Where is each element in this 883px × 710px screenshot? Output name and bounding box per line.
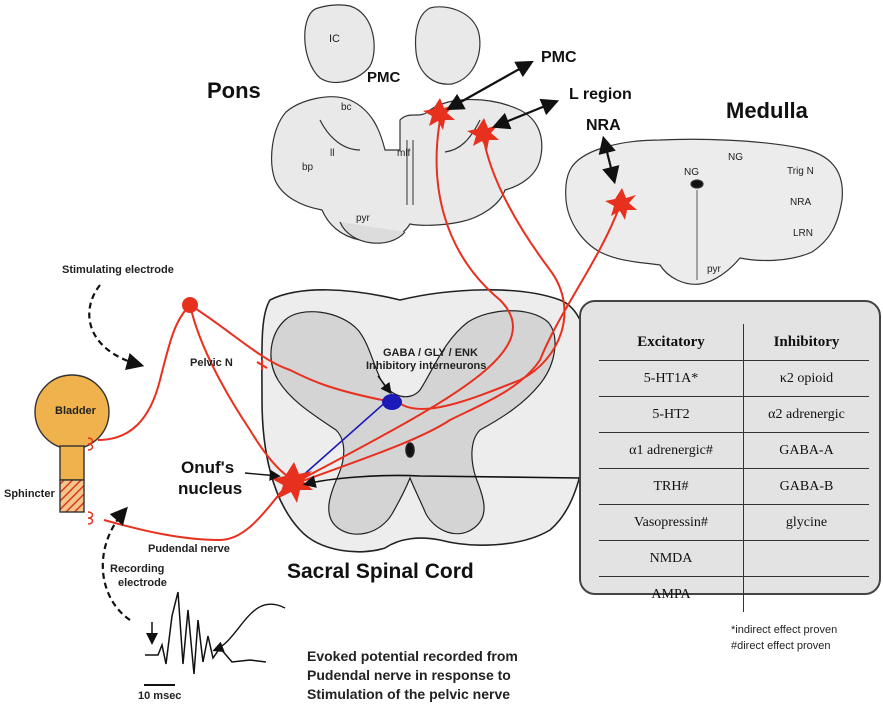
- excitatory-cell: NMDA: [599, 541, 744, 577]
- excitatory-cell: 5-HT1A*: [599, 361, 744, 397]
- pelvic-afferent: [98, 305, 190, 440]
- stimulating-electrode-label: Stimulating electrode: [62, 264, 174, 276]
- pelvic-ganglion-dot: [182, 297, 198, 313]
- pmc-in-pons-label: PMC: [367, 69, 400, 86]
- ng-left-label: NG: [684, 167, 699, 178]
- ic-label: IC: [329, 33, 340, 45]
- nra-label: NRA: [586, 117, 621, 135]
- trig-n-label: Trig N: [787, 166, 814, 177]
- pelvic-n-label: Pelvic N: [190, 357, 233, 369]
- sphincter: [60, 480, 84, 512]
- inhibitory-cell: κ2 opioid: [744, 361, 870, 397]
- table-row: TRH#GABA-B: [599, 469, 869, 505]
- receptor-table: Excitatory Inhibitory 5-HT1A*κ2 opioid 5…: [579, 300, 881, 595]
- ll-label: ll: [330, 148, 334, 159]
- mlf-label: mlf: [397, 148, 410, 159]
- recording-electrode-label-line1: Recording: [110, 563, 164, 575]
- bc-label: bc: [341, 102, 352, 113]
- bladder-label: Bladder: [55, 405, 96, 417]
- table-row: α1 adrenergic#GABA-A: [599, 433, 869, 469]
- footnote-direct: #direct effect proven: [731, 640, 830, 652]
- evoked-caption-line3: Stimulation of the pelvic nerve: [307, 686, 510, 702]
- ng-right-label: NG: [728, 152, 743, 163]
- inhibitory-cell: GABA-A: [744, 433, 870, 469]
- lrn-label: LRN: [793, 228, 813, 239]
- inhibitory-cell: GABA-B: [744, 469, 870, 505]
- pmc-arrow-label: PMC: [541, 49, 577, 67]
- l-region-label: L region: [569, 86, 632, 104]
- excitatory-cell: AMPA: [599, 577, 744, 613]
- pyr-pons-label: pyr: [356, 213, 370, 224]
- table-row: NMDA: [599, 541, 869, 577]
- nra-small-label: NRA: [790, 197, 811, 208]
- bladder-group: [35, 375, 109, 524]
- medulla-section: [566, 139, 843, 284]
- recording-electrode-label-line2: electrode: [118, 577, 167, 589]
- pyr-medulla-label: pyr: [707, 264, 721, 275]
- header-excitatory: Excitatory: [599, 324, 744, 361]
- interneurons-label-line1: GABA / GLY / ENK: [383, 347, 478, 359]
- footnote-indirect: *indirect effect proven: [731, 624, 837, 636]
- header-inhibitory: Inhibitory: [744, 324, 870, 361]
- interneuron: [382, 394, 402, 410]
- excitatory-cell: α1 adrenergic#: [599, 433, 744, 469]
- evoked-caption-line2: Pudendal nerve in response to: [307, 667, 511, 683]
- bladder-neck: [60, 446, 84, 480]
- table-row: AMPA: [599, 577, 869, 613]
- bp-label: bp: [302, 162, 313, 173]
- excitatory-cell: TRH#: [599, 469, 744, 505]
- excitatory-cell: Vasopressin#: [599, 505, 744, 541]
- excitatory-cell: 5-HT2: [599, 397, 744, 433]
- inhibitory-cell: [744, 541, 870, 577]
- spinal-cord: [262, 290, 590, 552]
- inhibitory-cell: [744, 577, 870, 613]
- table-row: 5-HT1A*κ2 opioid: [599, 361, 869, 397]
- evoked-caption-line1: Evoked potential recorded from: [307, 648, 518, 664]
- table-row: Vasopressin#glycine: [599, 505, 869, 541]
- pudendal-nerve-label: Pudendal nerve: [148, 543, 230, 555]
- evoked-potential-trace: [144, 592, 266, 685]
- pons-label: Pons: [207, 78, 261, 104]
- inhibitory-cell: glycine: [744, 505, 870, 541]
- onufs-label-line2: nucleus: [178, 479, 242, 499]
- sphincter-label: Sphincter: [4, 488, 55, 500]
- interneurons-label-line2: Inhibitory interneurons: [366, 360, 486, 372]
- sacral-spinal-cord-label: Sacral Spinal Cord: [287, 560, 474, 584]
- onufs-label-line1: Onuf's: [181, 458, 234, 478]
- medulla-label: Medulla: [726, 98, 808, 124]
- inhibitory-cell: α2 adrenergic: [744, 397, 870, 433]
- time-scale-label: 10 msec: [138, 690, 181, 702]
